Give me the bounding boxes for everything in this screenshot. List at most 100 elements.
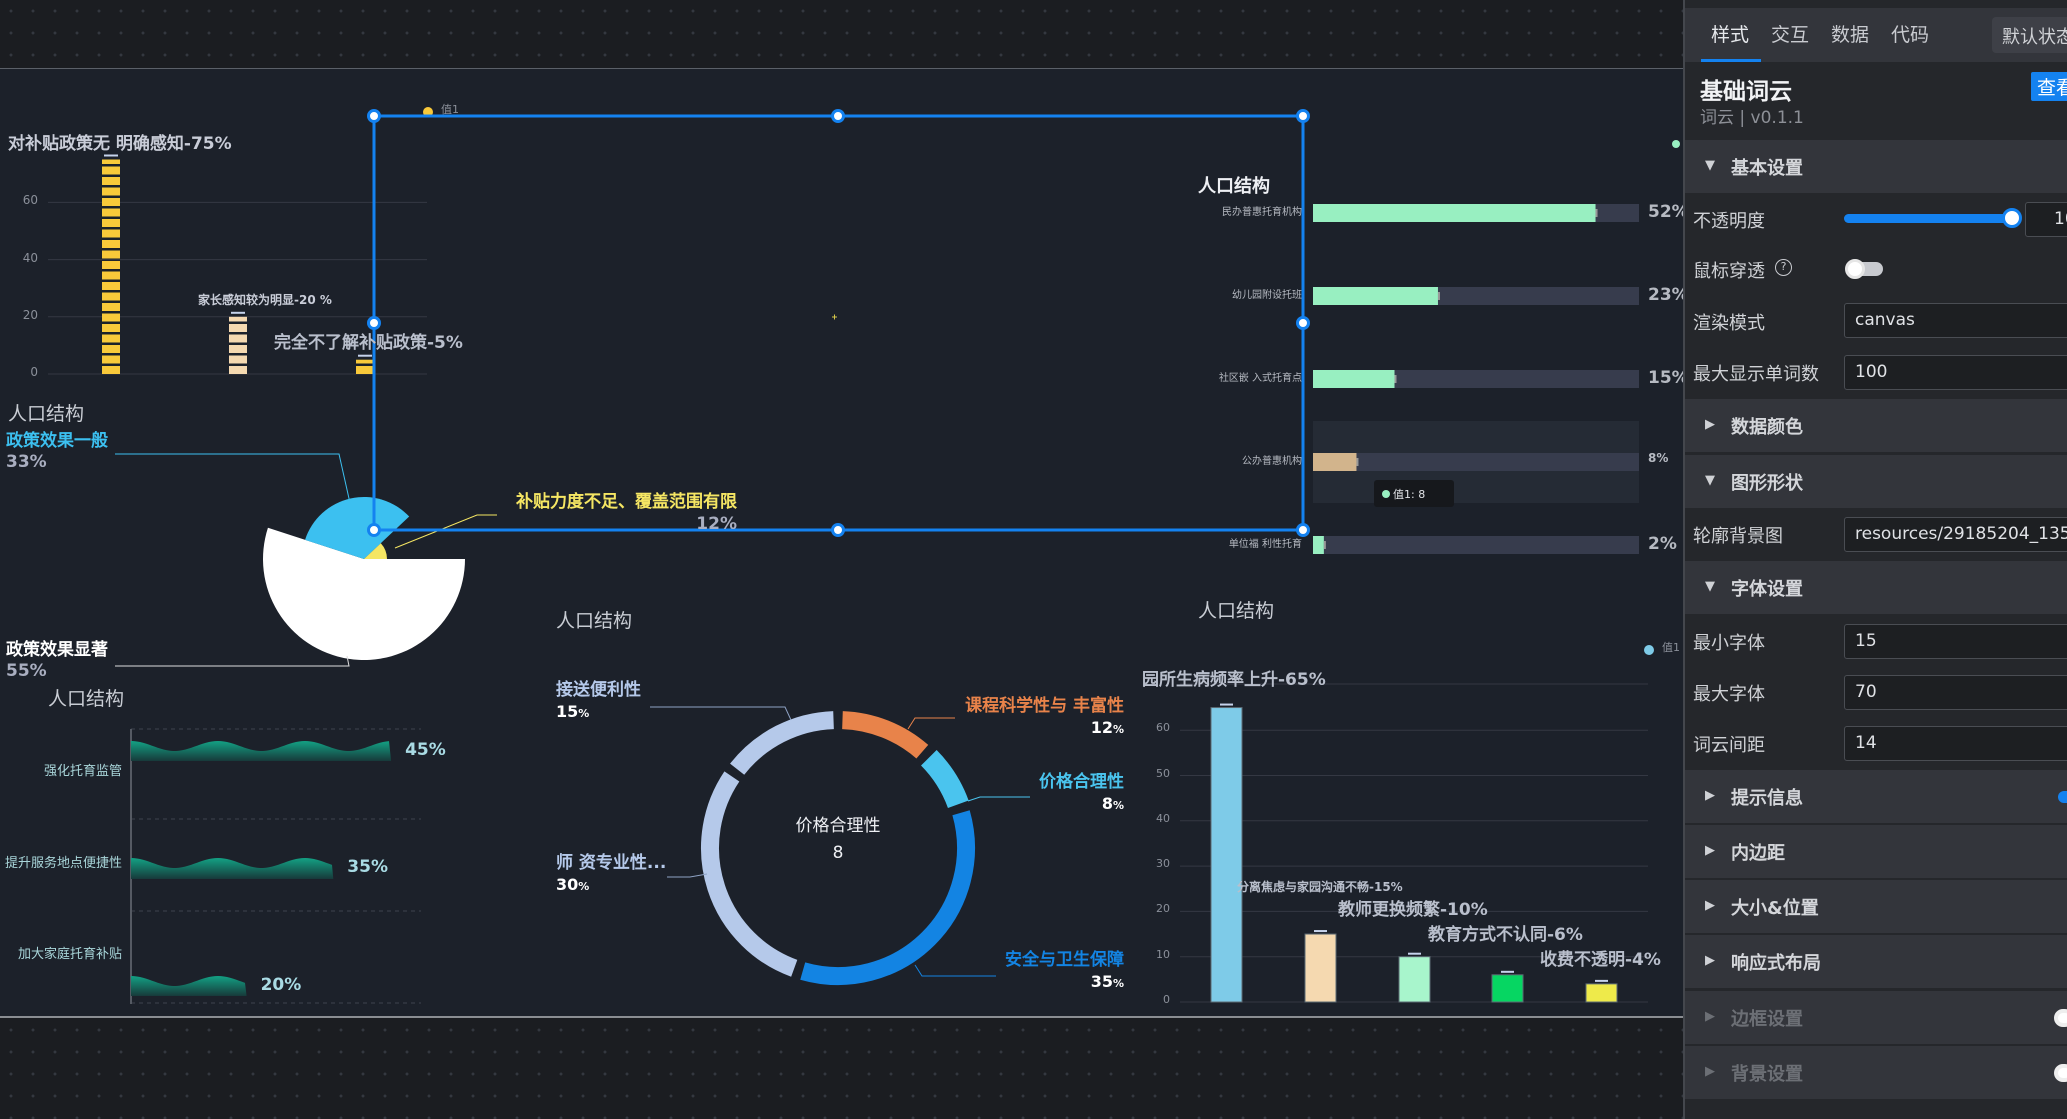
category-label: 单位福 利性托育 — [1228, 539, 1302, 550]
donut-label: 课程科学性与 丰富性 — [965, 696, 1124, 716]
tooltip-series: 值1: — [1393, 488, 1415, 501]
section-size-position[interactable]: ▶大小&位置 — [1685, 880, 2067, 934]
label-line — [907, 717, 955, 730]
caret-right-icon: ▶ — [1705, 1064, 1715, 1079]
section-responsive[interactable]: ▶响应式布局 — [1685, 935, 2067, 989]
bar-segment — [229, 324, 247, 332]
max-font-input[interactable]: 70 — [1844, 675, 2067, 710]
max-words-input[interactable]: 100 — [1844, 355, 2067, 390]
percent-unit: % — [578, 880, 590, 893]
resize-handle[interactable] — [1296, 109, 1310, 123]
resize-handle[interactable] — [831, 109, 845, 123]
bar-segment — [102, 355, 120, 364]
bar-data-label: 园所生病频率上升-65% — [1142, 670, 1326, 690]
canvas-top-margin — [0, 0, 1683, 68]
component-version: 词云 | v0.1.1 — [1700, 108, 1804, 128]
donut-value-number: 30 — [556, 875, 579, 894]
value-label: 15% — [1648, 368, 1683, 388]
donut-segment — [800, 810, 975, 985]
bar-segment — [102, 177, 120, 185]
bar-segment — [102, 159, 120, 164]
bar-segment — [102, 334, 120, 343]
mouse-passthrough-toggle[interactable] — [1845, 259, 1883, 279]
bar-cap — [1501, 970, 1514, 973]
resize-handle[interactable] — [367, 316, 381, 330]
section-title: 内边距 — [1731, 843, 1785, 864]
view-button[interactable]: 查看 — [2031, 72, 2067, 101]
border-toggle[interactable] — [2054, 1009, 2067, 1027]
word-gap-input[interactable]: 14 — [1844, 726, 2067, 761]
donut-center-value: 8 — [832, 843, 844, 863]
caret-right-icon: ▶ — [1705, 898, 1715, 913]
opacity-slider-handle[interactable] — [2002, 208, 2022, 228]
section-border[interactable]: ▶边框设置 — [1685, 991, 2067, 1045]
tab-code[interactable]: 代码 — [1891, 24, 1930, 46]
section-tooltip[interactable]: ▶提示信息 — [1685, 770, 2067, 824]
bar-cap — [1314, 930, 1327, 933]
section-data-color[interactable]: ▶数据颜色 — [1685, 399, 2067, 453]
tab-data[interactable]: 数据 — [1831, 24, 1870, 46]
percent-unit: % — [1112, 977, 1124, 990]
status-dot — [1672, 140, 1680, 148]
donut-value-number: 12 — [1090, 718, 1113, 737]
resize-handle[interactable] — [367, 109, 381, 123]
label-line — [115, 453, 351, 504]
pie-value: 55% — [6, 661, 47, 681]
section-font[interactable]: ▼字体设置 — [1685, 561, 2067, 615]
section-padding[interactable]: ▶ 内边距 — [1685, 825, 2067, 879]
opacity-slider[interactable] — [1844, 208, 2022, 228]
bar-segment — [102, 366, 120, 374]
opacity-input[interactable]: 100 — [2025, 202, 2067, 237]
section-title: 边框设置 — [1731, 1009, 1803, 1030]
donut-value-number: 35 — [1090, 972, 1113, 991]
tooltip-toggle[interactable] — [2058, 791, 2067, 803]
toggle-knob — [1845, 259, 1865, 279]
bar-segment — [102, 166, 120, 175]
caret-right-icon: ▶ — [1705, 843, 1715, 858]
help-icon[interactable]: ? — [1775, 259, 1792, 276]
resize-handle[interactable] — [1296, 523, 1310, 537]
bar-segment — [356, 359, 374, 364]
caret-down-icon: ▼ — [1705, 473, 1715, 488]
resize-handle[interactable] — [1296, 316, 1310, 330]
category-label: 加大家庭托育补贴 — [17, 947, 122, 962]
caret-right-icon: ▶ — [1705, 417, 1715, 432]
section-background[interactable]: ▶背景设置 — [1685, 1046, 2067, 1100]
min-font-input[interactable]: 15 — [1844, 624, 2067, 659]
y-tick-label: 60 — [22, 193, 38, 208]
tab-style[interactable]: 样式 — [1711, 24, 1750, 46]
bar-cap — [358, 354, 372, 357]
y-tick-label: 60 — [1156, 721, 1170, 735]
y-tick-label: 20 — [1156, 902, 1170, 916]
max-words-label: 最大显示单词数 — [1693, 364, 1819, 385]
section-basic-settings[interactable]: ▼基本设置 — [1685, 140, 2067, 194]
section-shape[interactable]: ▼图形形状 — [1685, 455, 2067, 509]
component-title: 基础词云 — [1700, 79, 1792, 105]
bar-end — [1595, 209, 1598, 217]
bar-segment — [102, 219, 120, 227]
bar — [1210, 707, 1243, 1003]
category-label: 强化托育监管 — [43, 764, 122, 779]
bar-segment — [102, 229, 120, 238]
pie-label: 政策效果一般 — [6, 431, 108, 451]
resize-handle[interactable] — [367, 523, 381, 537]
bar-segment — [102, 292, 120, 301]
outline-bg-label: 轮廓背景图 — [1693, 526, 1783, 547]
state-select-button[interactable]: 默认状态 — [1992, 17, 2067, 53]
donut-value-number: 8 — [1101, 794, 1113, 813]
chart-title: 人口结构 — [48, 688, 125, 710]
bar-segment — [102, 261, 120, 269]
value-label: 20% — [260, 975, 302, 995]
bar-track — [1313, 453, 1639, 471]
legend-dot — [1644, 645, 1654, 655]
outline-bg-input[interactable]: resources/29185204_1354517 — [1844, 517, 2067, 552]
tab-interaction[interactable]: 交互 — [1771, 24, 1810, 46]
render-mode-select[interactable]: canvas — [1844, 303, 2067, 338]
donut-value: 12% — [1090, 718, 1124, 737]
background-toggle[interactable] — [2054, 1064, 2067, 1082]
max-font-label: 最大字体 — [1693, 684, 1765, 705]
resize-handle[interactable] — [831, 523, 845, 537]
y-tick-label: 0 — [1163, 993, 1170, 1006]
donut-value: 8% — [1101, 794, 1124, 813]
